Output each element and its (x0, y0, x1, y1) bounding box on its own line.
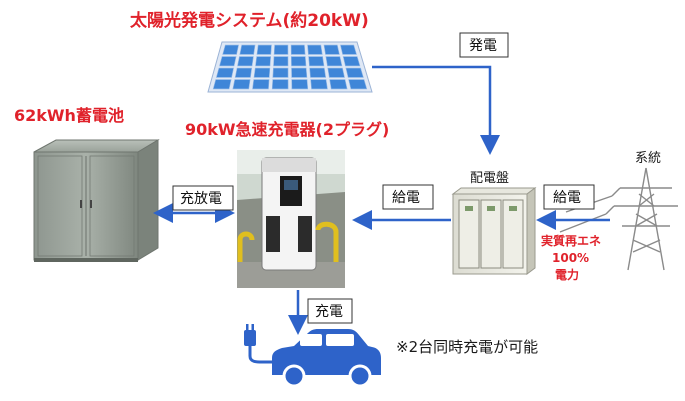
charge-discharge-label: 充放電 (180, 191, 222, 207)
charging-label-box: 充電 (307, 298, 353, 324)
charging-plug-icon (244, 324, 272, 364)
fast-charger-image (237, 150, 345, 288)
solar-cell (309, 67, 327, 78)
solar-cell (291, 79, 309, 90)
distribution-panel-icon (451, 187, 537, 275)
solar-cell (212, 79, 232, 90)
solar-cell (234, 67, 253, 78)
battery-cabinet-icon (33, 139, 160, 262)
generation-arrow (372, 65, 500, 155)
charger-supply-label: 給電 (392, 190, 420, 206)
transmission-tower-icon (559, 167, 678, 271)
panel-title: 配電盤 (470, 171, 509, 186)
solar-cell (327, 67, 345, 78)
solar-cell (342, 56, 361, 67)
electric-car-icon (272, 329, 381, 388)
solar-cell (290, 56, 307, 67)
battery-title: 62kWh蓄電池 (14, 106, 124, 125)
solar-cell (345, 67, 364, 78)
solar-cell (219, 56, 237, 67)
solar-cell (340, 44, 357, 55)
solar-cell (325, 56, 343, 67)
solar-cell (215, 67, 234, 78)
solar-cell (271, 79, 289, 90)
solar-cell (307, 44, 323, 55)
solar-cell (310, 79, 328, 90)
solar-cell (308, 56, 325, 67)
solar-cell (323, 44, 340, 55)
solar-cell (253, 67, 271, 78)
solar-cell (273, 44, 289, 55)
solar-title: 太陽光発電システム(約20kW) (130, 10, 369, 31)
solar-cell (272, 67, 289, 78)
grid-supply-label: 給電 (553, 190, 581, 206)
renewable-line-1: 実質再エネ (541, 233, 601, 248)
solar-cell (273, 56, 289, 67)
renewable-line-2: 100% (552, 251, 589, 265)
grid-title: 系統 (635, 151, 661, 166)
charger-title: 90kW急速充電器(2プラグ) (185, 120, 389, 139)
generation-label-box: 発電 (459, 32, 509, 58)
generation-label: 発電 (469, 38, 497, 54)
solar-cell (232, 79, 251, 90)
flow-arrows (153, 65, 610, 335)
simultaneous-charging-note: ※2台同時充電が可能 (396, 338, 538, 356)
charge-discharge-label-box: 充放電 (172, 185, 234, 211)
solar-cell (256, 44, 272, 55)
charger-supply-label-box: 給電 (382, 184, 434, 210)
solar-cell (290, 44, 306, 55)
grid-supply-label-box: 給電 (543, 184, 595, 210)
solar-cell (291, 67, 308, 78)
solar-cell (348, 79, 368, 90)
solar-cell (255, 56, 271, 67)
solar-cell (329, 79, 348, 90)
solar-cell (237, 56, 254, 67)
solar-cell (252, 79, 270, 90)
solar-cell (239, 44, 256, 55)
solar-cell (222, 44, 239, 55)
solar-panel-icon (207, 41, 373, 93)
charging-label: 充電 (315, 304, 343, 320)
renewable-line-3: 電力 (555, 267, 579, 282)
